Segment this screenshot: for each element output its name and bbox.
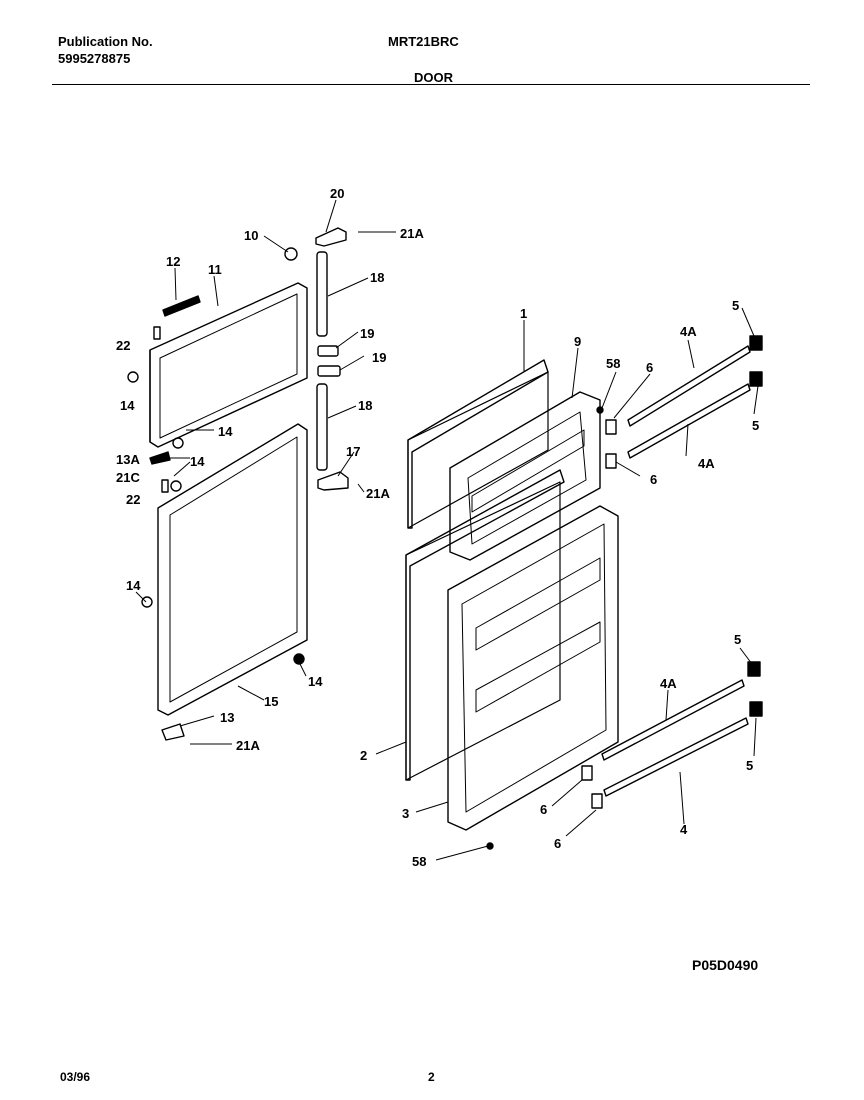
callout-21a-lower: 21A	[236, 738, 260, 753]
upper-hinge	[315, 227, 347, 247]
stop-knob	[284, 247, 298, 261]
end-cap-6-1	[605, 419, 617, 435]
callout-21a-upper: 21A	[400, 226, 424, 241]
publication-label: Publication No.	[58, 34, 153, 49]
callout-22-upper: 22	[116, 338, 130, 353]
plug-14-c	[170, 480, 182, 492]
callout-12: 12	[166, 254, 180, 269]
breaker-strip-lower	[316, 383, 328, 471]
section-title: DOOR	[414, 70, 453, 85]
screw-22-a	[153, 326, 161, 340]
breaker-strip-upper	[316, 251, 328, 337]
page-number: 2	[428, 1070, 435, 1084]
end-cap-6-4	[591, 793, 603, 809]
callout-20: 20	[330, 186, 344, 201]
fresh-food-door	[447, 505, 619, 831]
trim-strip-freezer-lower	[627, 383, 751, 459]
callout-14-a: 14	[120, 398, 135, 413]
end-cap-6-3	[581, 765, 593, 781]
callout-4: 4	[680, 822, 688, 837]
end-cap-2	[749, 371, 763, 387]
callout-4a-mid: 4A	[698, 456, 715, 471]
callout-21a-middle: 21A	[366, 486, 390, 501]
callout-5-c: 5	[734, 632, 741, 647]
plug-14-d	[141, 596, 153, 608]
end-cap-6-2	[605, 453, 617, 469]
callout-6-d: 6	[554, 836, 561, 851]
callout-14-b: 14	[218, 424, 233, 439]
callout-14-c: 14	[190, 454, 205, 469]
callout-5-d: 5	[746, 758, 753, 773]
model-number: MRT21BRC	[388, 34, 459, 49]
callout-19-lower: 19	[372, 350, 386, 365]
insulation-strip	[162, 295, 201, 317]
end-cap-3	[747, 661, 761, 677]
callout-18-upper: 18	[370, 270, 384, 285]
footer-date: 03/96	[60, 1070, 91, 1084]
screw-22-b	[161, 479, 169, 493]
callout-14-d: 14	[126, 578, 141, 593]
bracket-upper	[317, 345, 339, 357]
callout-13: 13	[220, 710, 234, 725]
callout-15: 15	[264, 694, 278, 709]
callout-22-lower: 22	[126, 492, 140, 507]
hinge-pin-13a	[149, 451, 171, 465]
end-cap-1	[749, 335, 763, 351]
trim-strip-fresh-lower	[603, 717, 749, 797]
end-cap-4	[749, 701, 763, 717]
lower-hinge	[317, 471, 349, 491]
callout-4a-top: 4A	[680, 324, 697, 339]
publication-number: 5995278875	[58, 51, 131, 66]
callout-5-a: 5	[732, 298, 739, 313]
callout-4a-low: 4A	[660, 676, 677, 691]
plug-14-e	[293, 653, 305, 665]
callout-17: 17	[346, 444, 360, 459]
callout-6-c: 6	[540, 802, 547, 817]
freezer-inner-panel	[149, 282, 308, 448]
header-rule	[52, 84, 810, 85]
drawing-code: P05D0490	[692, 957, 759, 973]
callout-21c: 21C	[116, 470, 140, 485]
callout-58-lower: 58	[412, 854, 426, 869]
callout-3: 3	[402, 806, 409, 821]
plug-14-b	[172, 437, 184, 449]
screw-58-a	[596, 406, 604, 414]
bracket-lower	[317, 365, 341, 377]
plug-14-a	[127, 371, 139, 383]
callout-11: 11	[208, 262, 222, 277]
callout-19-upper: 19	[360, 326, 374, 341]
callout-10: 10	[244, 228, 258, 243]
callout-6-a: 6	[646, 360, 653, 375]
freezer-door	[449, 391, 601, 561]
callout-9: 9	[574, 334, 581, 349]
callout-6-b: 6	[650, 472, 657, 487]
callout-2: 2	[360, 748, 367, 763]
trim-strip-fresh-upper	[601, 679, 745, 761]
callout-58-upper: 58	[606, 356, 620, 371]
trim-strip-freezer-upper	[627, 345, 751, 427]
fresh-food-inner-panel	[157, 423, 308, 716]
callout-18-lower: 18	[358, 398, 372, 413]
callout-1: 1	[520, 306, 527, 321]
callout-13a: 13A	[116, 452, 140, 467]
stop-13	[161, 723, 185, 741]
callout-14-e: 14	[308, 674, 323, 689]
callout-5-b: 5	[752, 418, 759, 433]
